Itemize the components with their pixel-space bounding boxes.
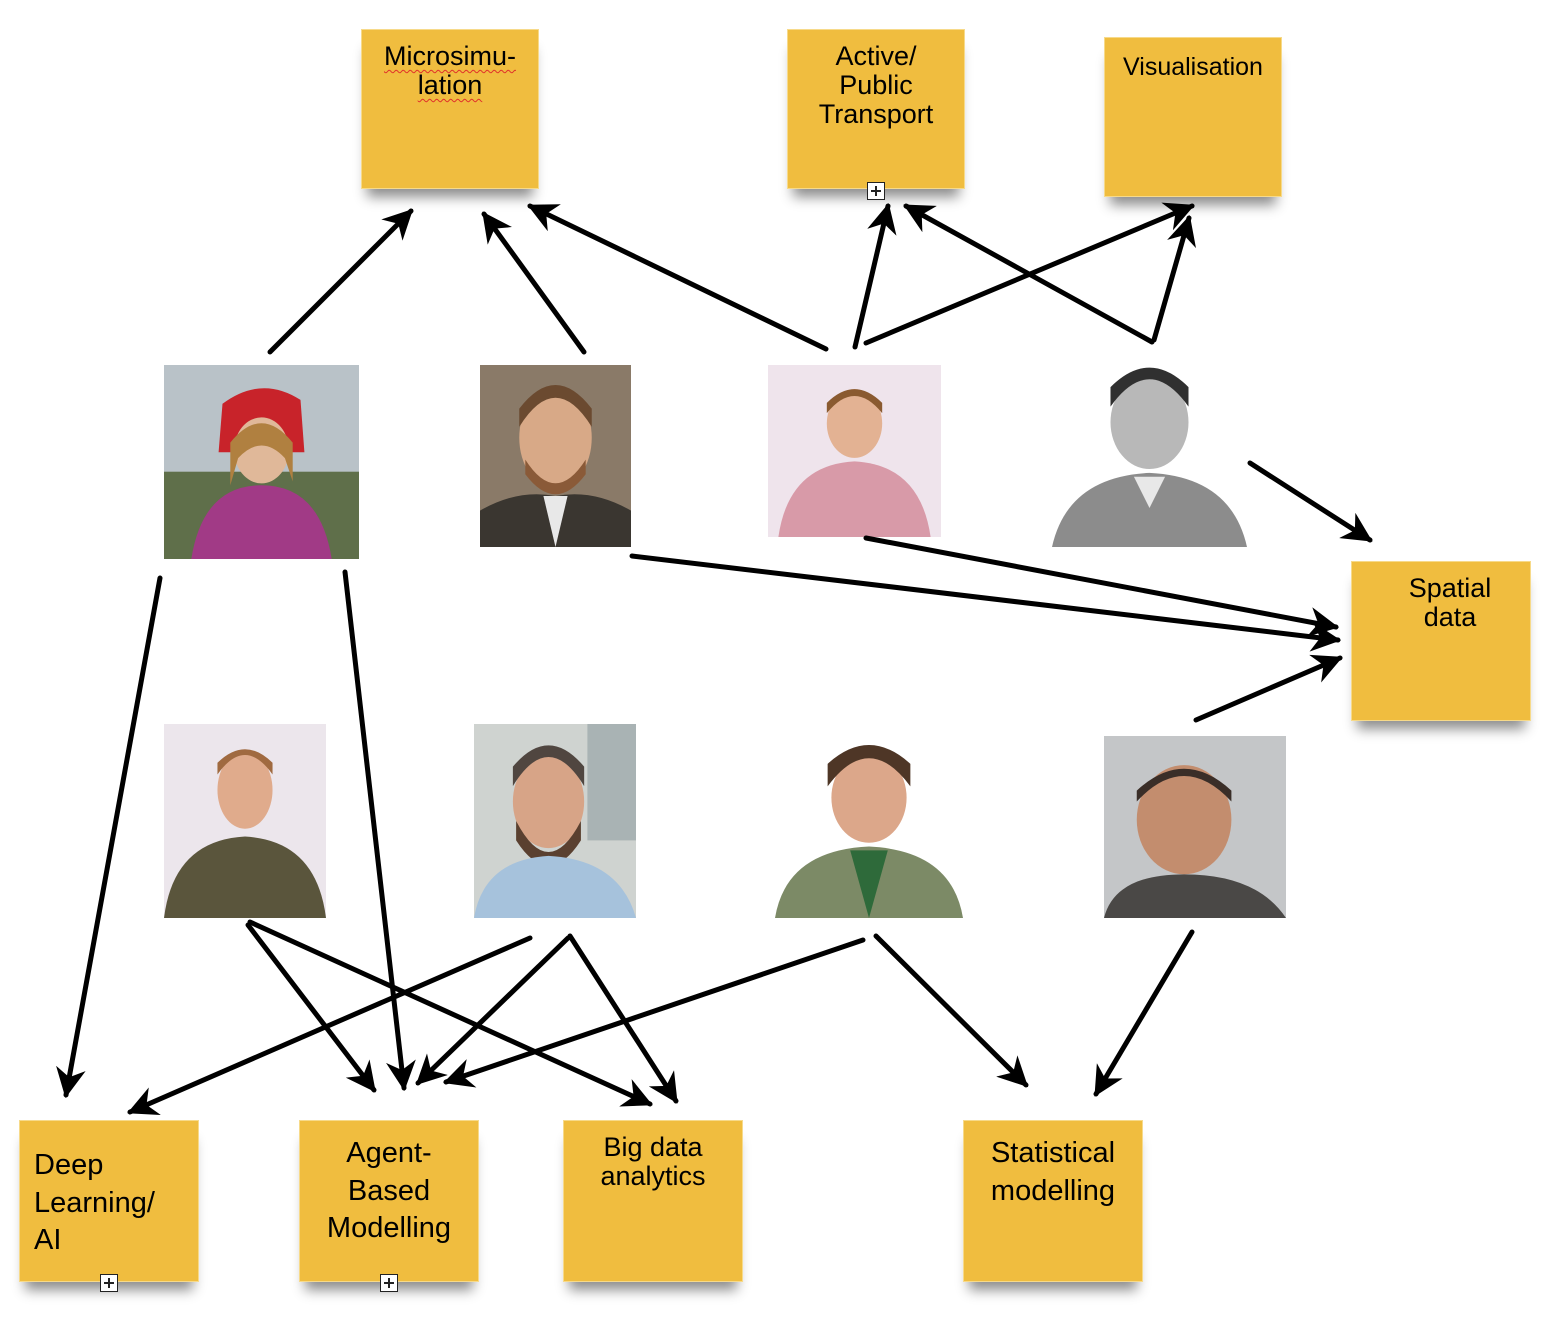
- topic-spatial-data[interactable]: Spatial data: [1351, 561, 1531, 721]
- expand-icon[interactable]: [100, 1274, 118, 1292]
- topic-label-microsimulation-line2: lation: [417, 70, 483, 101]
- topic-label-big-data-analytics: Big data analytics: [600, 1132, 706, 1192]
- person-3-image: [768, 365, 941, 537]
- person-8-image: [1104, 736, 1286, 918]
- topic-label-microsimulation-line1: Microsimu-: [384, 41, 516, 71]
- topic-label-active-public-transport: Active/ Public Transport: [818, 41, 934, 130]
- person-4-image: [1052, 352, 1247, 547]
- arrow-person2-to-microsimulation: [481, 211, 587, 355]
- topic-deep-learning-ai[interactable]: Deep Learning/ AI: [19, 1120, 199, 1282]
- topic-big-data-analytics[interactable]: Big data analytics: [563, 1120, 743, 1282]
- arrow-person7-to-statistical: [873, 933, 1029, 1088]
- person-2-image: [480, 365, 631, 547]
- topic-label-visualisation: Visualisation: [1123, 53, 1263, 81]
- person-photo-8[interactable]: [1104, 736, 1286, 918]
- arrow-person6-to-big-data: [567, 933, 679, 1104]
- arrow-person3-to-microsimulation: [527, 203, 829, 352]
- arrow-person1-to-agent-based: [342, 569, 416, 1091]
- arrow-person1-to-deep-learning: [56, 575, 163, 1098]
- person-photo-3[interactable]: [768, 365, 941, 537]
- person-photo-2[interactable]: [480, 365, 631, 547]
- topic-agent-based-modelling[interactable]: Agent- Based Modelling: [299, 1120, 479, 1282]
- person-6-image: [474, 724, 636, 918]
- arrow-person6-to-deep-learning: [127, 935, 533, 1115]
- person-photo-6[interactable]: [474, 724, 636, 918]
- person-7-image: [775, 730, 963, 918]
- topic-label-agent-based-modelling: Agent- Based Modelling: [326, 1137, 452, 1245]
- arrow-person5-to-big-data: [247, 919, 653, 1107]
- arrow-person4-to-visualisation: [1151, 215, 1196, 343]
- arrow-person8-to-statistical: [1093, 929, 1195, 1097]
- topic-statistical-modelling[interactable]: Statistical modelling: [963, 1120, 1143, 1282]
- person-1-image: [164, 365, 359, 559]
- arrow-person4-to-spatial-data: [1247, 460, 1373, 543]
- arrow-person1-to-microsimulation: [267, 208, 414, 355]
- arrow-person2-to-spatial-data: [629, 553, 1341, 652]
- person-photo-5[interactable]: [164, 724, 326, 918]
- topic-active-public-transport[interactable]: Active/ Public Transport: [787, 29, 965, 189]
- expand-icon[interactable]: [380, 1274, 398, 1292]
- topic-label-spatial-data: Spatial data: [1408, 573, 1492, 633]
- arrow-person6-to-agent-based: [415, 935, 571, 1086]
- topic-microsimulation[interactable]: Microsimu-lation: [361, 29, 539, 189]
- person-photo-7[interactable]: [775, 730, 963, 918]
- expand-icon[interactable]: [867, 182, 885, 200]
- arrow-person3-to-spatial-data: [863, 535, 1339, 637]
- topic-visualisation[interactable]: Visualisation: [1104, 37, 1282, 197]
- arrow-person7-to-agent-based: [443, 937, 866, 1088]
- arrow-person3-to-visualisation: [863, 202, 1195, 346]
- arrow-person3-to-transport: [852, 203, 897, 350]
- person-5-image: [164, 724, 326, 918]
- person-photo-4[interactable]: [1052, 352, 1247, 547]
- person-photo-1[interactable]: [164, 365, 359, 559]
- topic-label-statistical-modelling: Statistical modelling: [990, 1137, 1116, 1207]
- arrow-person8-to-spatial-data: [1193, 654, 1343, 723]
- topic-label-deep-learning-ai: Deep Learning/ AI: [34, 1149, 155, 1257]
- arrow-person4-to-transport: [903, 203, 1155, 345]
- arrow-person5-to-agent-based: [245, 922, 377, 1093]
